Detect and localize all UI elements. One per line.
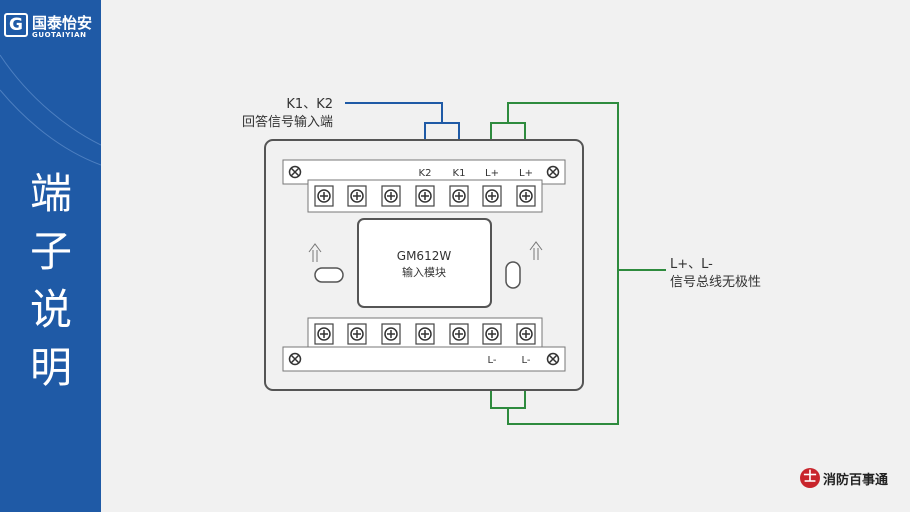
up-arrow-icon xyxy=(529,241,543,260)
mounting-slot-horizontal xyxy=(314,267,344,283)
terminal-screw xyxy=(449,323,469,345)
terminal-screw xyxy=(516,323,536,345)
k-callout-line-1: K1、K2 xyxy=(286,97,333,112)
terminal-screw xyxy=(381,185,401,207)
module-model: GM612W xyxy=(397,249,452,263)
decorative-arcs xyxy=(0,54,101,166)
terminal-screw xyxy=(381,323,401,345)
mounting-screw-icon xyxy=(288,165,302,179)
terminal-screw xyxy=(314,185,334,207)
k-signal-wire xyxy=(345,102,443,123)
top-terminal-label: L+ xyxy=(485,168,499,179)
terminal-screw xyxy=(347,323,367,345)
module-name: 输入模块 xyxy=(402,265,446,279)
logo-icon: G xyxy=(4,13,28,37)
top-terminal-label: K2 xyxy=(419,168,432,179)
company-logo: G 国泰怡安 GUOTAIYIAN xyxy=(4,13,101,45)
terminal-screw xyxy=(516,185,536,207)
terminal-screw xyxy=(415,185,435,207)
l-plus-wire-connector xyxy=(490,122,526,141)
terminal-screw xyxy=(482,185,502,207)
section-title: 端子说明 xyxy=(29,169,72,392)
mounting-slot-vertical xyxy=(505,261,521,289)
module-label-box xyxy=(357,218,492,308)
up-arrow-icon xyxy=(308,243,322,262)
top-terminal-label: K1 xyxy=(453,168,466,179)
mounting-screw-icon xyxy=(546,165,560,179)
l-minus-wire-connector xyxy=(490,389,526,409)
l-callout-line-1: L+、L- xyxy=(670,257,713,272)
terminal-screw xyxy=(482,323,502,345)
terminal-screw xyxy=(449,185,469,207)
bottom-terminal-label: L- xyxy=(521,355,530,366)
l-bus-wire-top xyxy=(507,102,619,425)
bottom-terminal-label: L- xyxy=(487,355,496,366)
mounting-screw-icon xyxy=(288,352,302,366)
k-callout-line-2: 回答信号输入端 xyxy=(242,114,333,130)
top-terminal-label: L+ xyxy=(519,168,533,179)
brand-name: 消防百事通 xyxy=(822,472,888,488)
bottom-label-strip xyxy=(282,346,566,372)
terminal-screw xyxy=(347,185,367,207)
terminal-screw xyxy=(415,323,435,345)
brand-logo-icon: 士 xyxy=(799,468,820,488)
l-callout-line-2: 信号总线无极性 xyxy=(670,275,761,290)
logo-chinese-name: 国泰怡安 xyxy=(32,14,93,32)
logo-english-name: GUOTAIYIAN xyxy=(32,31,87,39)
sidebar: G 国泰怡安 GUOTAIYIAN 端子说明 xyxy=(0,0,101,512)
terminal-screw xyxy=(314,323,334,345)
k-wire-connector xyxy=(424,122,460,141)
mounting-screw-icon xyxy=(546,352,560,366)
brand-watermark: 士 消防百事通 xyxy=(799,468,888,488)
